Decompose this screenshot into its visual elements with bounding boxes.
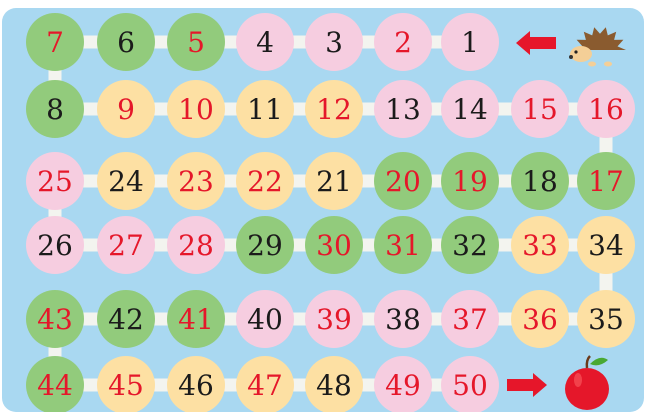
number-label: 25	[37, 165, 73, 198]
number-label: 50	[452, 369, 488, 402]
apple-icon	[565, 356, 609, 410]
number-label: 28	[178, 229, 214, 262]
number-label: 42	[108, 303, 144, 336]
number-label: 13	[385, 93, 421, 126]
number-label: 49	[385, 369, 421, 402]
number-label: 23	[178, 165, 214, 198]
number-label: 18	[522, 165, 558, 198]
number-label: 7	[46, 26, 64, 59]
number-label: 24	[108, 165, 144, 198]
number-label: 47	[247, 369, 283, 402]
number-label: 31	[385, 229, 421, 262]
number-label: 29	[247, 229, 283, 262]
hedgehog-icon	[569, 27, 626, 66]
number-label: 41	[178, 303, 214, 336]
number-label: 39	[316, 303, 352, 336]
number-label: 45	[108, 369, 144, 402]
number-label: 8	[46, 93, 64, 126]
number-label: 4	[256, 26, 274, 59]
number-label: 46	[178, 369, 214, 402]
number-label: 10	[178, 93, 214, 126]
number-label: 36	[522, 303, 558, 336]
number-label: 33	[522, 229, 558, 262]
number-label: 11	[247, 93, 283, 126]
number-label: 12	[316, 93, 352, 126]
arrow-right-icon	[507, 373, 547, 397]
number-label: 21	[316, 165, 352, 198]
number-label: 34	[588, 229, 624, 262]
number-label: 2	[394, 26, 412, 59]
number-label: 15	[522, 93, 558, 126]
number-label: 17	[588, 165, 624, 198]
number-label: 38	[385, 303, 421, 336]
number-label: 48	[316, 369, 352, 402]
number-label: 30	[316, 229, 352, 262]
number-label: 32	[452, 229, 488, 262]
number-label: 3	[325, 26, 343, 59]
number-label: 6	[117, 26, 135, 59]
number-label: 9	[117, 93, 135, 126]
number-label: 44	[37, 369, 73, 402]
number-label: 22	[247, 165, 283, 198]
number-label: 27	[108, 229, 144, 262]
number-label: 19	[452, 165, 488, 198]
number-label: 43	[37, 303, 73, 336]
number-label: 20	[385, 165, 421, 198]
number-label: 26	[37, 229, 73, 262]
number-label: 5	[187, 26, 205, 59]
number-label: 35	[588, 303, 624, 336]
arrow-left-icon	[516, 31, 556, 55]
number-label: 40	[247, 303, 283, 336]
number-label: 37	[452, 303, 488, 336]
number-label: 16	[588, 93, 624, 126]
number-label: 1	[461, 26, 479, 59]
number-label: 14	[452, 93, 488, 126]
